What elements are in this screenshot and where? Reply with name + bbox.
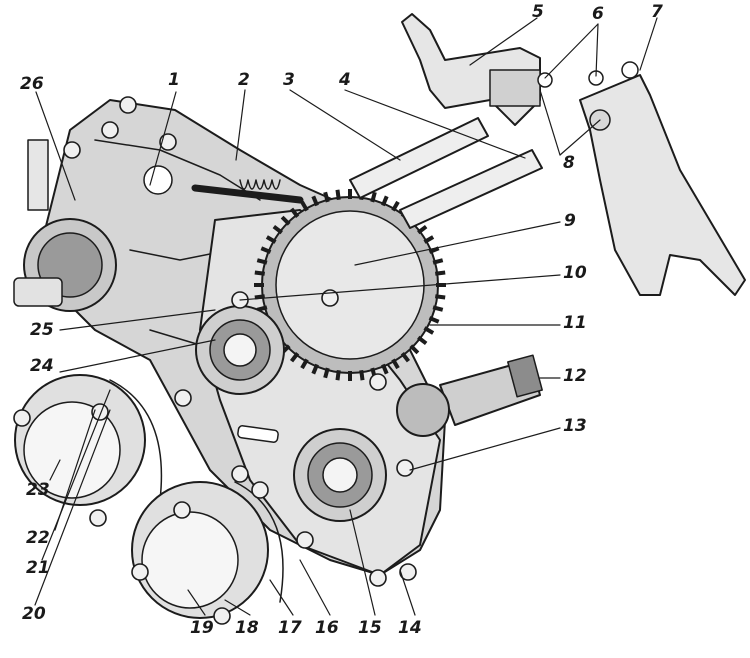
spring-shaft xyxy=(143,165,304,204)
callout-3: 3 xyxy=(283,70,295,90)
gear-tooth xyxy=(435,294,446,300)
callout-18: 18 xyxy=(235,618,259,638)
gear-tooth xyxy=(260,246,272,254)
callout-16: 16 xyxy=(315,618,339,638)
gear-tooth xyxy=(335,370,341,381)
gear-tooth xyxy=(417,224,428,235)
gear-tooth xyxy=(381,195,389,207)
leader-lines xyxy=(34,17,658,616)
gear-tooth xyxy=(435,270,446,276)
gear-tooth xyxy=(254,294,265,300)
bolt-head xyxy=(159,133,177,151)
callout-4: 4 xyxy=(339,70,351,90)
gear-tooth xyxy=(311,195,319,207)
callout-6: 6 xyxy=(592,4,604,24)
callout-21: 21 xyxy=(26,558,50,578)
gear-tooth xyxy=(432,258,444,265)
gear-tooth xyxy=(423,235,435,244)
callout-10: 10 xyxy=(563,263,587,283)
gear-tooth xyxy=(391,200,400,212)
bolt-head xyxy=(63,141,81,159)
gear-tooth xyxy=(254,270,265,276)
bolt-head xyxy=(369,569,387,587)
gear-tooth xyxy=(300,358,309,370)
bolt-head xyxy=(91,403,109,421)
callout-23: 23 xyxy=(26,480,50,500)
callout-25: 25 xyxy=(30,320,54,340)
callout-11: 11 xyxy=(563,313,587,333)
callout-15: 15 xyxy=(358,618,382,638)
front-flange xyxy=(13,139,117,312)
gear-tooth xyxy=(391,358,400,370)
output-shaft xyxy=(396,354,543,437)
gear-tooth xyxy=(428,316,440,324)
callout-20: 20 xyxy=(22,604,46,624)
gear-tooth xyxy=(359,370,365,381)
bolt-head xyxy=(396,459,414,477)
callout-13: 13 xyxy=(563,416,587,436)
gear-tooth xyxy=(323,367,330,379)
callout-26: 26 xyxy=(20,74,44,94)
gear-tooth xyxy=(417,335,428,346)
lower-bearing xyxy=(293,428,387,522)
bolt-head xyxy=(369,373,387,391)
gear-tooth xyxy=(280,215,291,226)
rods xyxy=(349,117,543,229)
callout-5: 5 xyxy=(532,2,544,22)
rear-cover-lower xyxy=(131,481,284,619)
bolt-head xyxy=(101,121,119,139)
gear-tooth xyxy=(381,363,389,375)
bolts xyxy=(13,96,417,625)
bolt-head xyxy=(321,289,339,307)
bolt-head xyxy=(399,563,417,581)
gear-tooth xyxy=(289,352,300,363)
gear-tooth xyxy=(311,363,319,375)
gear-tooth xyxy=(432,305,444,312)
bolt-head xyxy=(119,96,137,114)
gear-tooth xyxy=(265,235,277,244)
gear-tooth xyxy=(272,224,283,235)
bolt-head xyxy=(173,501,191,519)
bolt-head xyxy=(251,481,269,499)
callout-14: 14 xyxy=(398,618,422,638)
callout-24: 24 xyxy=(30,356,54,376)
shift-fork-5 xyxy=(401,13,553,126)
gear-tooth xyxy=(428,246,440,254)
gear-tooth xyxy=(300,200,309,212)
callout-17: 17 xyxy=(278,618,302,638)
gear-tooth xyxy=(335,189,341,200)
gear-tooth xyxy=(423,326,435,335)
gear-tooth xyxy=(409,344,420,355)
bolt-head xyxy=(89,509,107,527)
gear-tooth xyxy=(400,352,411,363)
bolt-head xyxy=(131,563,149,581)
bolt-head xyxy=(213,607,231,625)
gear-tooth xyxy=(289,207,300,218)
shift-fork-7 xyxy=(579,61,746,296)
bolt-head xyxy=(13,409,31,427)
gear-tooth xyxy=(323,191,330,203)
bolt-head xyxy=(174,389,192,407)
upper-bearing xyxy=(195,305,285,395)
bolt-head xyxy=(231,465,249,483)
bolt-head xyxy=(296,531,314,549)
gear-tooth xyxy=(370,191,377,203)
callout-7: 7 xyxy=(651,2,663,22)
callout-1: 1 xyxy=(168,70,180,90)
callout-9: 9 xyxy=(564,211,576,231)
callout-8: 8 xyxy=(563,153,575,173)
callout-12: 12 xyxy=(563,366,587,386)
gear-tooth xyxy=(256,258,268,265)
rear-cover-upper xyxy=(14,374,163,506)
callout-19: 19 xyxy=(190,618,214,638)
callout-22: 22 xyxy=(26,528,50,548)
callout-2: 2 xyxy=(238,70,250,90)
large-gear xyxy=(254,189,446,381)
